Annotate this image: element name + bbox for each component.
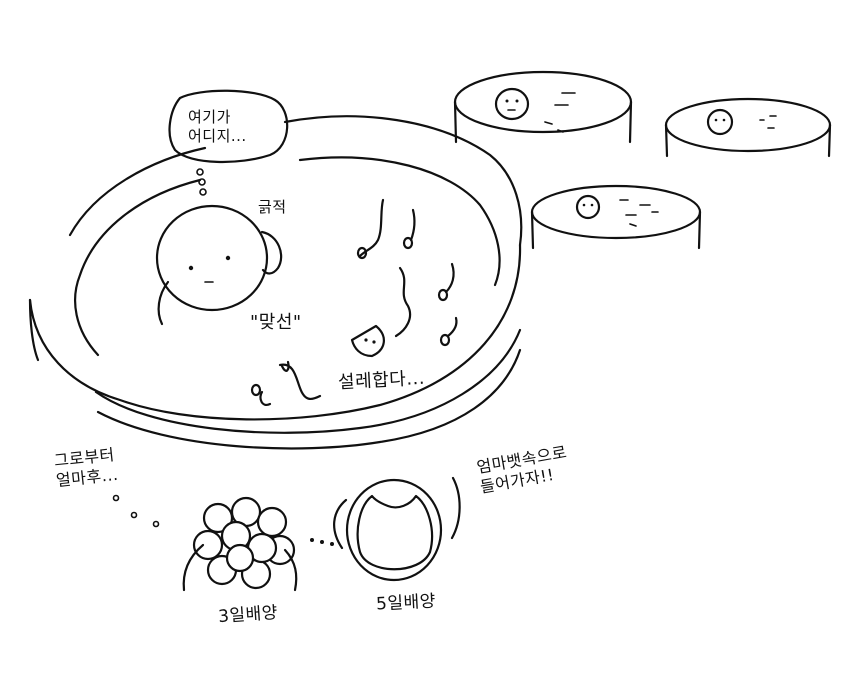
first-meeting-text: "맞선"	[250, 312, 302, 333]
small-dish-3	[530, 184, 702, 250]
small-dish-1	[453, 70, 633, 144]
thought-text: 여기가 어디지...	[188, 108, 247, 145]
after-that-text: 그로부터 얼마후...	[53, 445, 120, 491]
small-dish-2	[664, 97, 832, 158]
squirm-text: 긁적	[258, 198, 287, 216]
ellipsis-dots	[112, 494, 334, 546]
egg-character	[155, 204, 283, 326]
day3-label: 3일배양	[217, 602, 279, 628]
thought-bubble	[168, 89, 289, 196]
big-petri-dish	[28, 115, 523, 450]
day5-label: 5일배양	[375, 591, 437, 615]
sperm-cells	[250, 198, 458, 406]
excited-text: 설레합다...	[337, 367, 426, 394]
day3-embryo	[182, 496, 298, 592]
day5-embryo	[333, 476, 461, 582]
